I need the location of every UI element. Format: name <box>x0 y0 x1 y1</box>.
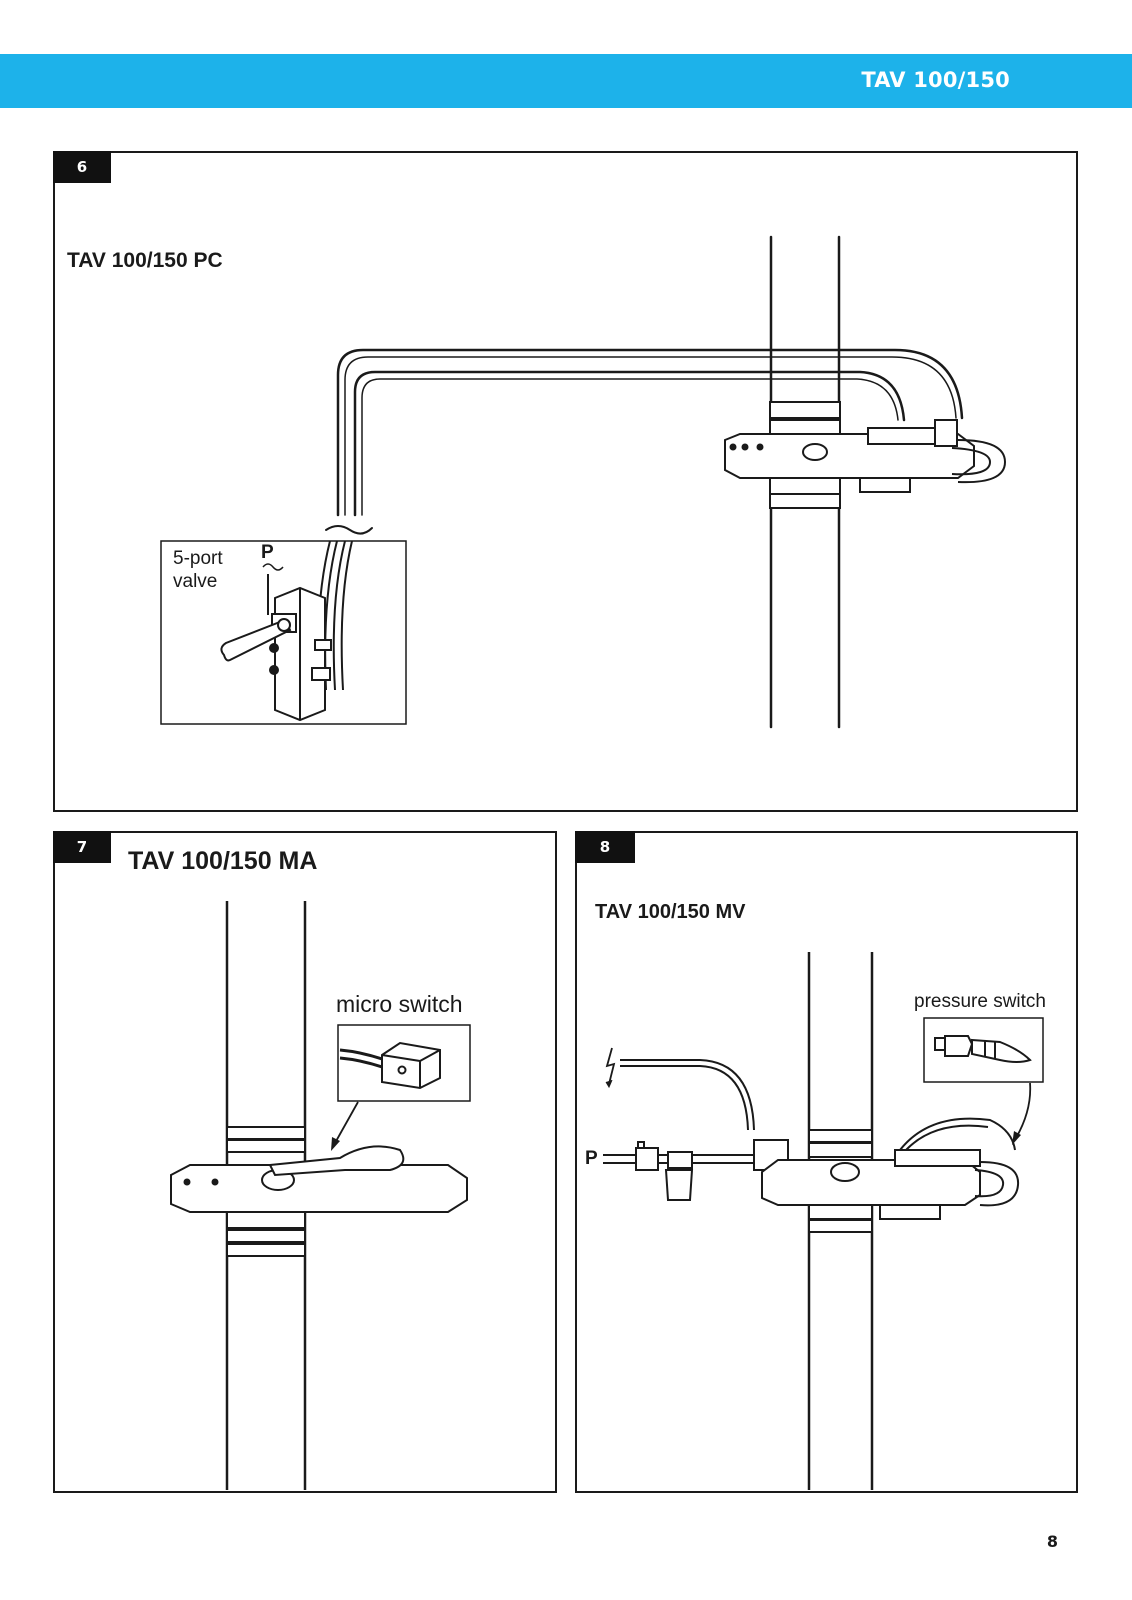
lightning-icon <box>605 1047 616 1085</box>
panel-8-actuator <box>761 1117 1020 1233</box>
panel-6-hose-inner <box>353 370 906 517</box>
panel-8-number-badge: 8 <box>575 831 635 863</box>
header-title: TAV 100/150 <box>861 68 1010 92</box>
panel-8-title: TAV 100/150 MV <box>595 901 746 923</box>
panel-6-break-mark <box>325 525 373 535</box>
panel-8-electric-cable <box>620 1059 755 1131</box>
panel-7-switch-inset-frame <box>337 1024 471 1102</box>
panel-7-title: TAV 100/150 MA <box>128 847 318 875</box>
panel-6-hose-outer <box>336 348 964 517</box>
panel-6-port-p-label: P <box>261 542 274 563</box>
panel-6-hose-outer-inner <box>344 356 957 516</box>
panel-8-port-p-label: P <box>585 1148 598 1169</box>
panel-7-leader-arrow <box>331 1137 340 1151</box>
panel-6-valve-drawing <box>220 540 353 722</box>
header-bar <box>0 54 1132 108</box>
panel-7-number-badge: 7 <box>53 831 111 863</box>
page-number: 8 <box>1046 1532 1058 1551</box>
panel-8-pressure-switch-inset-frame <box>923 1017 1044 1083</box>
panel-8-pressure-line <box>603 1139 789 1201</box>
panel-7-actuator <box>170 1126 468 1257</box>
panel-6-title: TAV 100/150 PC <box>67 249 223 272</box>
panel-6-hose-inner-inner <box>361 378 899 516</box>
panel-8-leader-line <box>1015 1082 1032 1139</box>
panel-7-switch-drawing <box>339 1041 441 1090</box>
panel-6-number-badge: 6 <box>53 151 111 183</box>
panel-6-valve-inset-frame <box>160 540 407 725</box>
panel-8-pressure-switch-drawing <box>934 1035 1032 1063</box>
panel-7-switch-label: micro switch <box>336 991 463 1017</box>
panel-6-actuator <box>724 401 1007 509</box>
panel-8-leader-arrow <box>1012 1131 1021 1145</box>
panel-7-leader-line <box>334 1101 359 1144</box>
panel-6-valve-label: 5-port valve <box>173 548 223 592</box>
panel-8-pressure-switch-label: pressure switch <box>914 991 1046 1012</box>
